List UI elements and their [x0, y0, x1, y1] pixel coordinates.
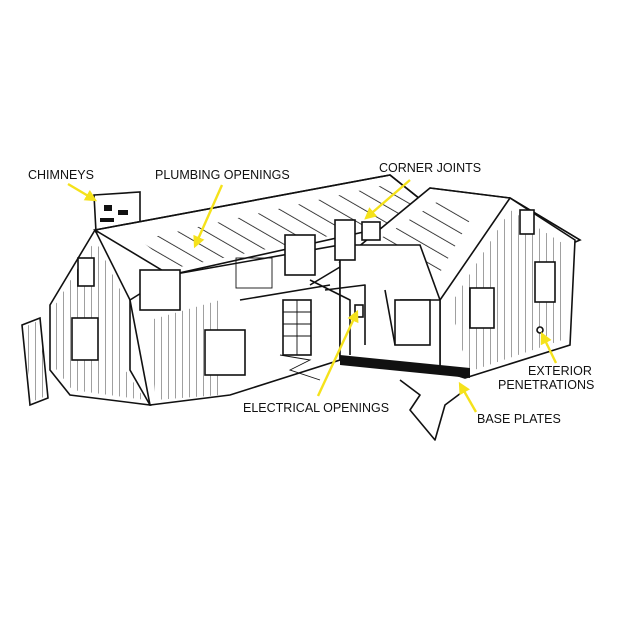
- arrow-electrical-openings: [316, 309, 359, 397]
- arrow-chimneys: [67, 182, 98, 202]
- callout-arrows: [67, 179, 558, 413]
- corner-joint-box: [361, 221, 381, 241]
- arrow-base-plates: [458, 381, 478, 413]
- arrow-plumbing-openings: [193, 184, 224, 249]
- arrow-corner-joints: [364, 179, 411, 220]
- label-base-plates: BASE PLATES: [477, 412, 561, 426]
- window-frame: [204, 329, 246, 376]
- interior-framing: [309, 219, 441, 371]
- arrow-exterior-penetrations: [540, 331, 558, 364]
- left-gable-wall: [49, 228, 152, 406]
- foundation-base: [279, 354, 470, 441]
- chimney: [93, 191, 141, 233]
- label-electrical-openings: ELECTRICAL OPENINGS: [243, 401, 390, 415]
- label-exterior-penetrations-line2: PENETRATIONS: [498, 378, 595, 392]
- label-plumbing-openings: PLUMBING OPENINGS: [155, 168, 290, 182]
- label-exterior-penetrations-line1: EXTERIOR: [528, 364, 592, 378]
- label-chimneys: CHIMNEYS: [28, 168, 94, 182]
- main-front-wall: [129, 234, 361, 406]
- exterior-penetration-pipe: [536, 326, 544, 334]
- wall-panel-left: [21, 316, 49, 407]
- label-corner-joints: CORNER JOINTS: [379, 161, 482, 175]
